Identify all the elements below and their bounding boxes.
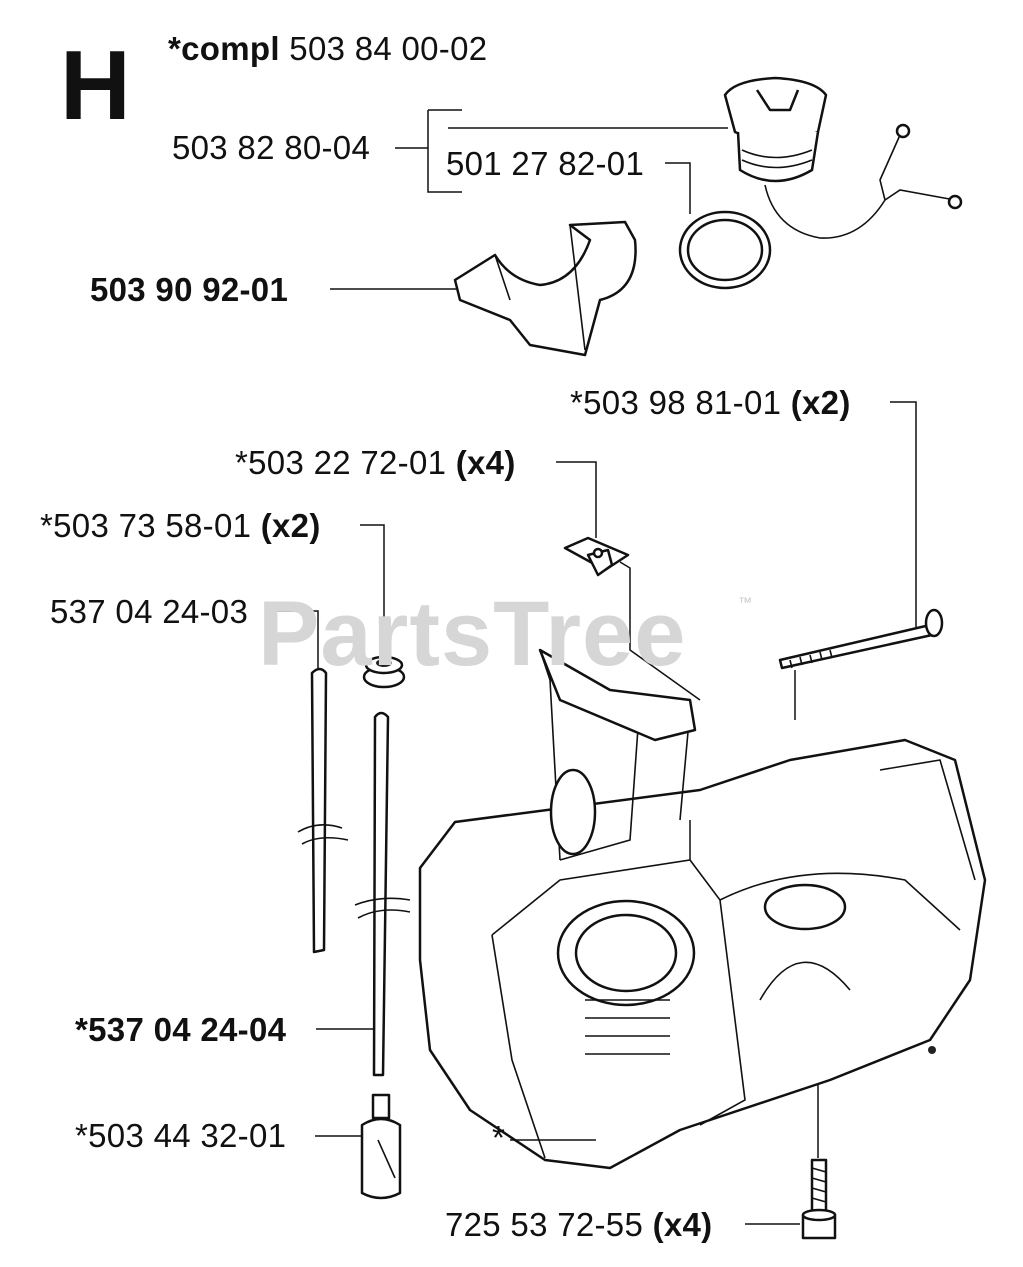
label-hose-b[interactable]: *537 04 24-04 [75,1011,287,1048]
label-hose-a[interactable]: 537 04 24-03 [50,593,249,630]
section-letter: H [60,30,131,140]
label-grommet-qty: (x2) [260,507,321,544]
watermark-trademark: ™ [738,594,752,610]
label-screw-long-number: *503 98 81-01 [570,384,782,421]
label-compl-number: 503 84 00-02 [289,30,488,67]
label-filter[interactable]: *503 44 32-01 [75,1117,287,1154]
hose-a-drawing [297,667,349,954]
label-bracket[interactable]: 503 90 92-01 [90,271,289,308]
label-screw-long-qty: (x2) [790,384,851,421]
grommet-drawing [362,655,406,689]
label-tank[interactable]: * [492,1119,506,1156]
label-compl-prefix: *compl [168,30,280,67]
clip-drawing [563,536,630,577]
label-grommet-number: *503 73 58-01 [40,507,252,544]
bracket-drawing [453,220,637,357]
label-compl: *compl 503 84 00-02 [168,32,487,65]
label-screw-long[interactable]: *503 98 81-01 (x2) [570,386,851,419]
label-screw-short[interactable]: 725 53 72-55 (x4) [445,1208,712,1241]
label-screw-short-number: 725 53 72-55 [445,1206,644,1243]
fuel-filter-drawing [360,1093,402,1200]
fuel-cap-drawing [723,76,963,239]
label-clip[interactable]: *503 22 72-01 (x4) [235,446,516,479]
watermark: PartsTree [258,583,687,685]
long-screw-drawing [778,608,944,670]
leader-lines [275,109,917,1225]
label-grommet[interactable]: *503 73 58-01 (x2) [40,509,321,542]
o-ring-drawing [678,210,772,290]
label-clip-number: *503 22 72-01 [235,444,447,481]
hose-b-drawing [354,711,411,1077]
label-screw-short-qty: (x4) [652,1206,713,1243]
short-screw-drawing [801,1158,837,1240]
label-cap-assembly[interactable]: 503 82 80-04 [172,129,371,166]
fuel-tank-drawing [418,648,987,1170]
label-o-ring[interactable]: 501 27 82-01 [446,145,645,182]
label-clip-qty: (x4) [455,444,516,481]
